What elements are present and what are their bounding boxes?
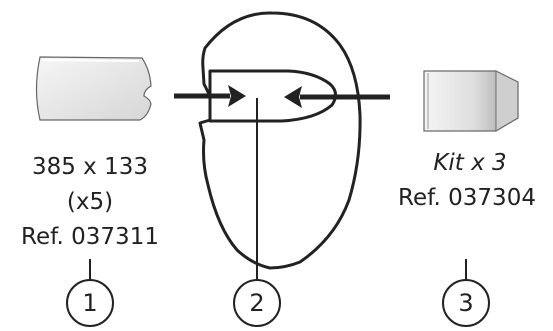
callout-circle-3 [442,279,490,327]
callout-circle-1 [66,279,114,327]
lens-plate-part [35,56,152,121]
callout-number-2: 2 [249,289,265,317]
part-1-reference: Ref. 037311 [21,224,159,250]
welding-helmet-outline [198,11,362,270]
callout-number-3: 3 [458,289,474,317]
callout-circle-2 [233,279,281,327]
part-3-reference: Ref. 037304 [398,185,536,211]
kit-cartridge-part [423,70,519,133]
arrow-right-to-visor [284,86,390,108]
part-1-dimensions: 385 x 133 [31,154,149,180]
part-1-quantity: (x5) [66,189,114,215]
arrow-left-to-visor [174,85,246,107]
part-3-kit-quantity: Kit x 3 [433,150,507,176]
callout-number-1: 1 [82,289,98,317]
